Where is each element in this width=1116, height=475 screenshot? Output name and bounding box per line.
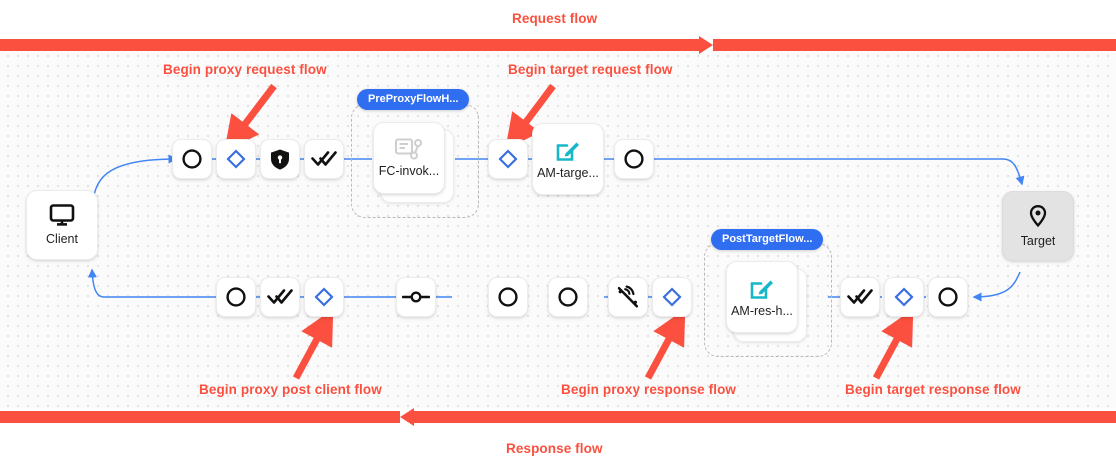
diamond-icon bbox=[661, 286, 683, 308]
request-flow-bar-tail bbox=[713, 39, 1116, 51]
node-req-end[interactable] bbox=[614, 139, 654, 179]
antenna-icon bbox=[616, 285, 640, 309]
node-res-flow-1[interactable] bbox=[304, 277, 344, 317]
annotation-arrow-proxy-response-icon bbox=[640, 308, 700, 382]
annotation-begin-proxy-request-flow: Begin proxy request flow bbox=[163, 62, 327, 77]
diamond-icon bbox=[497, 148, 519, 170]
policy-am-response-stack[interactable]: AM-res-h... bbox=[726, 261, 812, 347]
node-res-antenna[interactable] bbox=[608, 277, 648, 317]
double-check-icon bbox=[311, 150, 337, 168]
annotation-begin-target-request-flow: Begin target request flow bbox=[508, 62, 673, 77]
circle-icon bbox=[557, 286, 579, 308]
diamond-icon bbox=[893, 286, 915, 308]
node-res-checks[interactable] bbox=[260, 277, 300, 317]
assign-message-icon bbox=[749, 275, 775, 301]
monitor-icon bbox=[49, 203, 75, 226]
node-res-target-start[interactable] bbox=[928, 277, 968, 317]
annotation-begin-target-response-flow: Begin target response flow bbox=[845, 382, 1021, 397]
map-pin-icon bbox=[1028, 204, 1048, 228]
node-res-mid-1[interactable] bbox=[488, 277, 528, 317]
double-check-icon bbox=[267, 288, 293, 306]
node-hub-icon bbox=[402, 289, 430, 305]
annotation-arrow-target-request-icon bbox=[505, 82, 565, 150]
annotation-arrow-target-response-icon bbox=[868, 308, 928, 382]
diamond-icon bbox=[313, 286, 335, 308]
policy-fc-invoke-stack[interactable]: FC-invok... bbox=[373, 122, 459, 208]
annotation-begin-proxy-post-client-flow: Begin proxy post client flow bbox=[199, 382, 382, 397]
policy-fc-invoke[interactable]: FC-invok... bbox=[373, 122, 445, 194]
response-flow-label: Response flow bbox=[506, 441, 603, 456]
shield-lock-icon bbox=[269, 148, 291, 171]
endpoint-target[interactable]: Target bbox=[1002, 191, 1074, 261]
circle-icon bbox=[497, 286, 519, 308]
node-req-checks[interactable] bbox=[304, 139, 344, 179]
node-req-security[interactable] bbox=[260, 139, 300, 179]
endpoint-client[interactable]: Client bbox=[26, 190, 98, 260]
request-flow-arrowhead-icon bbox=[699, 36, 713, 54]
policy-am-response[interactable]: AM-res-h... bbox=[726, 261, 798, 333]
policy-fc-invoke-label: FC-invok... bbox=[378, 165, 440, 179]
node-res-client-end[interactable] bbox=[216, 277, 256, 317]
circle-icon bbox=[181, 148, 203, 170]
circle-icon bbox=[225, 286, 247, 308]
node-req-flow-1[interactable] bbox=[216, 139, 256, 179]
node-req-flow-2[interactable] bbox=[488, 139, 528, 179]
endpoint-target-label: Target bbox=[1020, 234, 1056, 248]
group-badge-posttargetflowhook[interactable]: PostTargetFlow... bbox=[711, 229, 824, 250]
endpoint-client-label: Client bbox=[46, 232, 78, 246]
node-res-hub[interactable] bbox=[396, 277, 436, 317]
request-flow-bar-shaft bbox=[0, 39, 700, 51]
annotation-begin-proxy-response-flow: Begin proxy response flow bbox=[561, 382, 737, 397]
response-flow-bar-shaft bbox=[414, 411, 1116, 423]
response-flow-bar bbox=[0, 408, 1116, 426]
diamond-icon bbox=[225, 148, 247, 170]
circle-icon bbox=[623, 148, 645, 170]
request-flow-label: Request flow bbox=[512, 11, 598, 26]
annotation-arrow-proxy-request-icon bbox=[222, 82, 282, 152]
annotation-arrow-proxy-post-client-icon bbox=[288, 308, 348, 382]
node-res-flow-3[interactable] bbox=[884, 277, 924, 317]
policy-am-target-label: AM-targe... bbox=[537, 167, 599, 181]
policy-am-response-label: AM-res-h... bbox=[731, 305, 793, 319]
node-req-start[interactable] bbox=[172, 139, 212, 179]
script-icon bbox=[394, 137, 424, 161]
node-res-target-check[interactable] bbox=[840, 277, 880, 317]
dotted-grid-background bbox=[0, 48, 1116, 408]
circle-icon bbox=[937, 286, 959, 308]
group-badge-preproxyflowhook[interactable]: PreProxyFlowH... bbox=[357, 89, 470, 110]
request-flow-bar bbox=[0, 36, 1116, 54]
response-flow-arrowhead-icon bbox=[400, 408, 414, 426]
node-res-mid-2[interactable] bbox=[548, 277, 588, 317]
response-flow-bar-tail bbox=[0, 411, 400, 423]
assign-message-icon bbox=[555, 137, 581, 163]
policy-am-target[interactable]: AM-targe... bbox=[532, 123, 604, 195]
node-res-flow-2[interactable] bbox=[652, 277, 692, 317]
double-check-icon bbox=[847, 288, 873, 306]
